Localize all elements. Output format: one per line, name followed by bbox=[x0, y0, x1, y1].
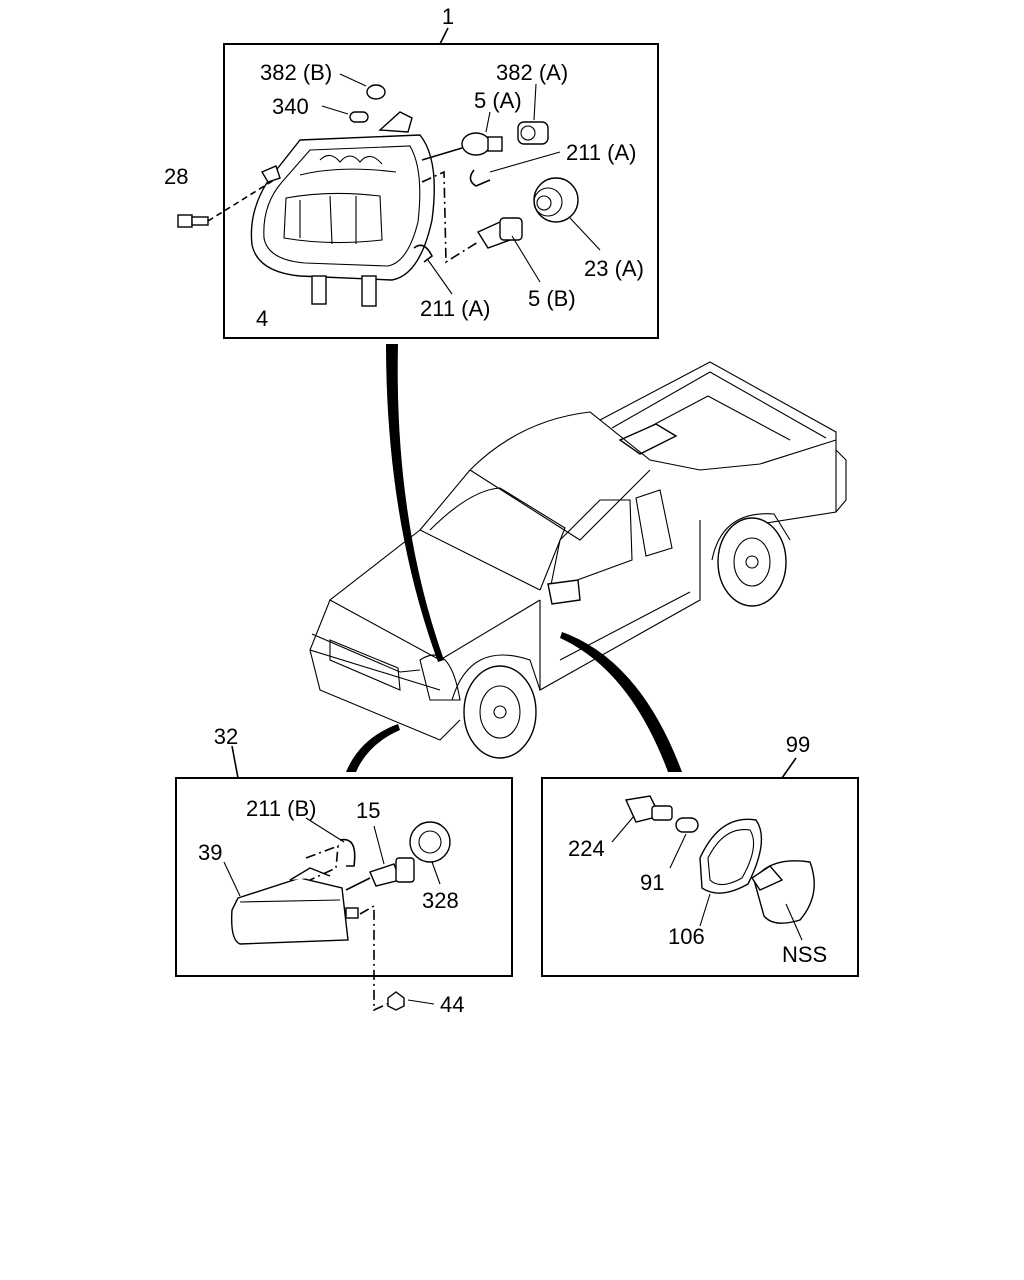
bulb-91 bbox=[669, 817, 699, 869]
bulb-340 bbox=[321, 105, 369, 123]
callout-211a-top: 211 (A) bbox=[566, 140, 637, 165]
nut-44 bbox=[359, 904, 435, 1012]
callout-211b: 211 (B) bbox=[246, 796, 317, 821]
bulb-5a bbox=[421, 111, 503, 161]
fog-lamp-unit bbox=[223, 861, 359, 945]
gasket-106 bbox=[699, 818, 763, 927]
callout-5b: 5 (B) bbox=[528, 286, 576, 311]
bulb-382b bbox=[339, 73, 386, 100]
callout-labels: 1 382 (B) 340 382 (A) 5 (A) 211 (A) 28 2… bbox=[164, 4, 827, 1017]
socket-224 bbox=[611, 795, 673, 843]
callout-nss: NSS bbox=[782, 942, 827, 967]
pickup-truck-illustration bbox=[309, 361, 847, 759]
callout-382a: 382 (A) bbox=[496, 60, 568, 85]
callout-91: 91 bbox=[640, 870, 664, 895]
callout-side-group: 99 bbox=[786, 732, 810, 757]
callout-28: 28 bbox=[164, 164, 188, 189]
callout-224: 224 bbox=[568, 836, 605, 861]
callout-fog-group: 32 bbox=[214, 724, 238, 749]
callout-106: 106 bbox=[668, 924, 705, 949]
side-lamp-panel bbox=[541, 757, 859, 977]
callout-382b: 382 (B) bbox=[260, 60, 332, 85]
headlamp-assembly-panel bbox=[177, 27, 659, 339]
callout-44: 44 bbox=[440, 992, 464, 1017]
fog-lamp-panel bbox=[175, 745, 513, 977]
pointer-arrows bbox=[346, 344, 682, 772]
clip-211a-bottom bbox=[413, 170, 479, 295]
socket-328 bbox=[409, 821, 451, 885]
callout-5a: 5 (A) bbox=[474, 88, 522, 113]
callout-lamp-group: 1 bbox=[442, 4, 454, 29]
socket-382a bbox=[517, 83, 549, 145]
callout-328: 328 bbox=[422, 888, 459, 913]
headlamp-unit bbox=[250, 111, 435, 307]
bulb-5b bbox=[476, 217, 541, 283]
clip-211a-top bbox=[469, 151, 561, 187]
callout-39: 39 bbox=[198, 840, 222, 865]
callout-4: 4 bbox=[256, 306, 268, 331]
side-lamp-nss bbox=[751, 860, 815, 941]
bulb-15 bbox=[345, 825, 415, 891]
callout-15: 15 bbox=[356, 798, 380, 823]
callout-23a: 23 (A) bbox=[584, 256, 644, 281]
clip-211b bbox=[305, 817, 356, 881]
callout-211a-bottom: 211 (A) bbox=[420, 296, 491, 321]
bolt-28 bbox=[177, 179, 275, 228]
callout-340: 340 bbox=[272, 94, 309, 119]
socket-23a bbox=[533, 177, 601, 251]
